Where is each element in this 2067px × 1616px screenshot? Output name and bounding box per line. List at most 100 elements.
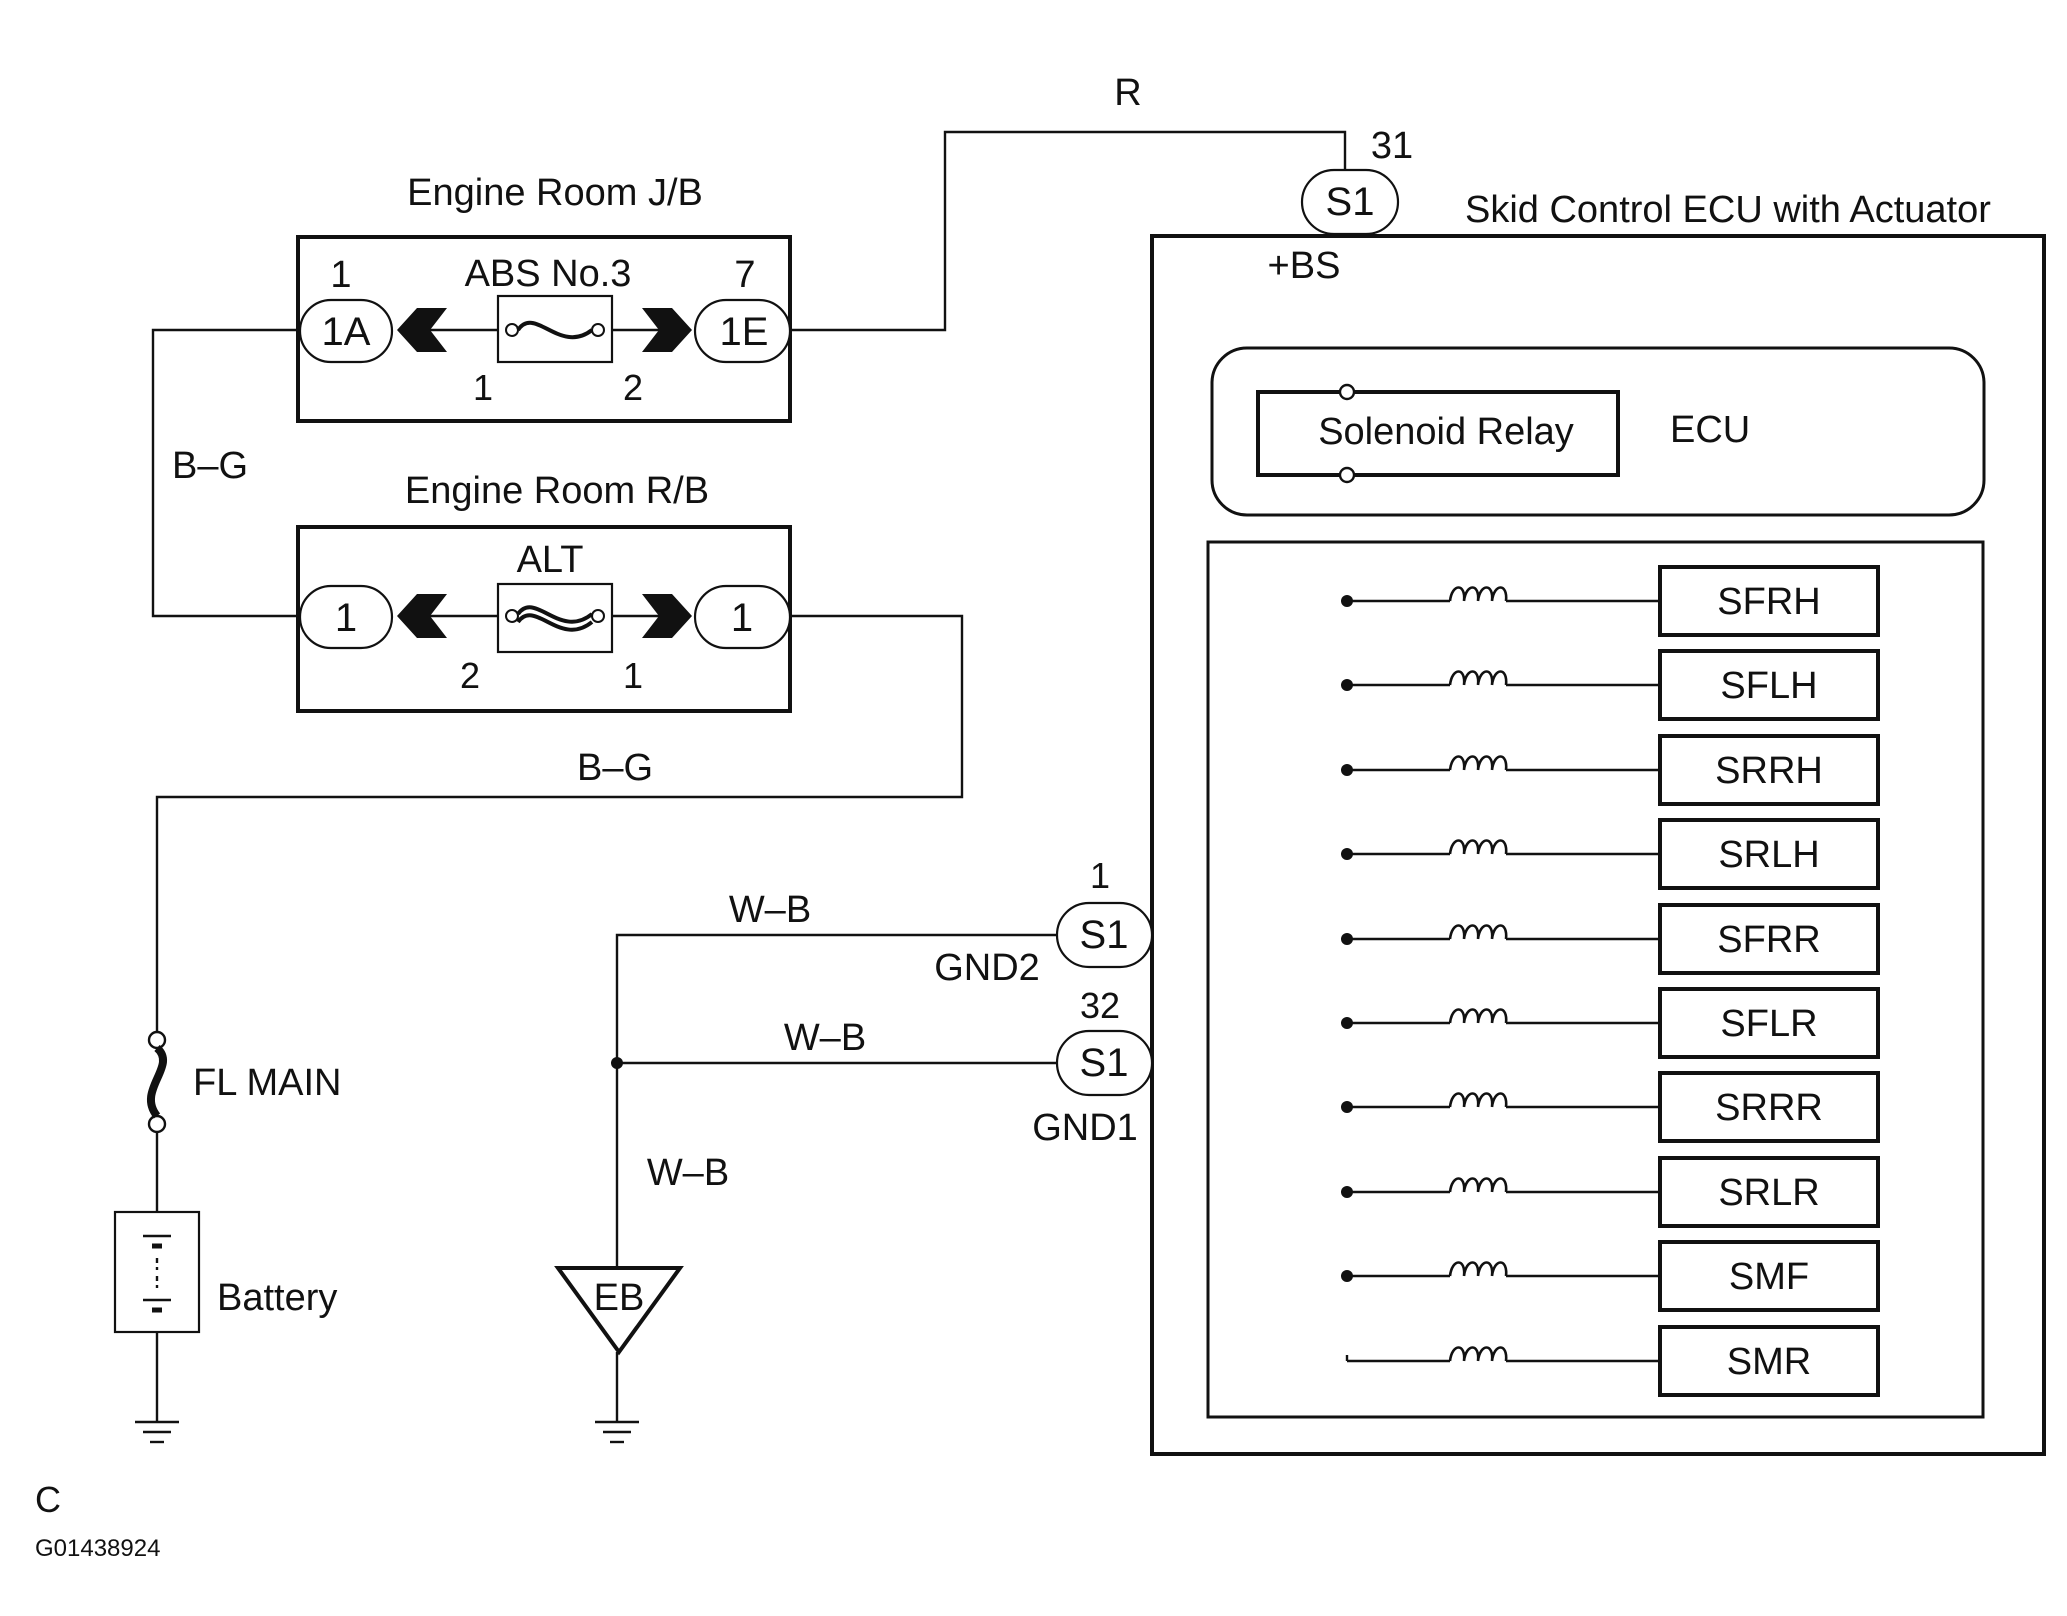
fuse-abs-no3: ABS No.3 1 2 [465,253,643,408]
solenoid-label: SFRR [1717,919,1820,961]
connector-s1-gnd2: S1 1 GND2 [934,855,1154,989]
solenoid-box [1658,649,1880,721]
connector-1a: 1A 1 [298,254,394,364]
wire-wb-vertical-label: W–B [647,1152,729,1194]
svg-text:GND2: GND2 [934,947,1040,989]
solenoid-label: SRRH [1715,750,1823,792]
svg-text:ABS No.3: ABS No.3 [465,253,632,295]
arrow-left-icon [397,594,447,638]
solenoid-row-smf: SMF [1341,1240,1880,1312]
solenoid-label: SRRR [1715,1087,1823,1129]
solenoid-box [1658,1240,1880,1312]
solenoid-box [1658,1325,1880,1397]
solenoid-box [1658,818,1880,890]
wire-bg-left [151,328,300,618]
engine-room-rb: Engine Room R/B 1 ALT 2 1 1 [296,470,792,713]
solenoid-row-srrh: SRRH [1341,734,1880,806]
solenoid-row-srlh: SRLH [1341,818,1880,890]
solenoid-label: SFLH [1720,665,1817,707]
svg-text:S1: S1 [1080,1041,1129,1085]
solenoid-box [1658,1071,1880,1143]
solenoid-box [1658,903,1880,975]
fl-main-fuse: FL MAIN [147,1030,342,1134]
battery: Battery [113,1210,337,1334]
junction-dot [1341,1101,1353,1113]
svg-text:FL MAIN: FL MAIN [193,1062,342,1104]
svg-text:32: 32 [1080,985,1120,1026]
jb-title: Engine Room J/B [407,172,703,214]
svg-text:1: 1 [473,367,493,408]
coil-icon [1448,1346,1508,1362]
coil-icon [1448,1261,1508,1277]
battery-cell-icon [143,1234,171,1313]
svg-text:2: 2 [623,367,643,408]
solenoid-row-srrr: SRRR [1341,1071,1880,1143]
coil-icon [1448,1177,1508,1193]
connector-1e: 1E 7 [693,254,792,364]
solenoid-row-sflr: SFLR [1341,987,1880,1059]
wire-r-label: R [1114,72,1141,114]
ground-icon [135,1420,179,1444]
solenoid-box [1658,1156,1880,1228]
figure-code: G01438924 [35,1535,160,1562]
connector-rb-left: 1 [298,584,394,650]
svg-text:1: 1 [623,655,643,696]
arrow-right-icon [642,594,692,638]
solenoid-row-srlr: SRLR [1341,1156,1880,1228]
solenoid-label: SFRH [1717,581,1820,623]
fuse-alt: ALT 2 1 [460,539,643,696]
solenoid-box [1658,734,1880,806]
actuator-block [1206,540,1985,1419]
wire-bg-left-label: B–G [172,445,248,487]
solenoid-label: SRLR [1718,1172,1819,1214]
engine-room-jb: Engine Room J/B 1A 1 ABS No.3 1 2 1E 7 [296,172,792,423]
solenoid-box [1658,987,1880,1059]
wire-wb-top-label: W–B [729,889,811,931]
solenoid-label: SMR [1727,1341,1811,1383]
svg-text:1: 1 [335,596,357,640]
junction-dot [1341,1270,1353,1282]
connector-s1-top: S1 31 [1300,125,1413,236]
ecu-block: ECU Solenoid Relay [1210,346,1986,517]
solenoid-relay-label: Solenoid Relay [1318,411,1574,453]
solenoid-label: SFLR [1720,1003,1817,1045]
coil-icon [1448,1008,1508,1024]
solenoid-row-sfrr: SFRR [1341,903,1880,975]
coil-icon [1448,755,1508,771]
terminal-bs: +BS [1268,245,1341,287]
svg-text:31: 31 [1371,125,1413,167]
wire-wb-middle-label: W–B [784,1017,866,1059]
ground-point-eb: EB [554,1057,684,1356]
coil-icon [1448,670,1508,686]
junction-dot [1341,595,1353,607]
solenoid-row-smr: SMR [1347,1325,1880,1397]
svg-text:7: 7 [734,254,755,296]
coil-icon [1448,924,1508,940]
arrow-right-icon [642,308,692,352]
svg-text:1E: 1E [720,310,769,354]
svg-text:ALT: ALT [517,539,584,581]
solenoid-box [1658,565,1880,637]
ecu-assembly-title: Skid Control ECU with Actuator [1465,189,1991,231]
junction-dot [1341,679,1353,691]
coil-icon [1448,839,1508,855]
wire-bg-bottom [155,614,964,1033]
ecu-label: ECU [1670,409,1750,451]
junction-dot [1341,1186,1353,1198]
coil-icon [1448,1092,1508,1108]
solenoid-row-sfrh: SFRH [1341,565,1880,637]
solenoid-label: SMF [1729,1256,1809,1298]
svg-text:S1: S1 [1326,180,1375,224]
wire-r [790,130,1347,332]
svg-text:2: 2 [460,655,480,696]
svg-text:1: 1 [330,254,351,296]
svg-text:1A: 1A [322,310,371,354]
coil-icon [1448,586,1508,602]
wire-bg-bottom-label: B–G [577,747,653,789]
solenoid-label: SRLH [1718,834,1819,876]
fusible-link-icon [147,1044,167,1119]
junction-dot [1341,933,1353,945]
junction-dot [1341,1017,1353,1029]
connector-rb-right: 1 [693,584,792,650]
svg-text:GND1: GND1 [1032,1107,1138,1149]
